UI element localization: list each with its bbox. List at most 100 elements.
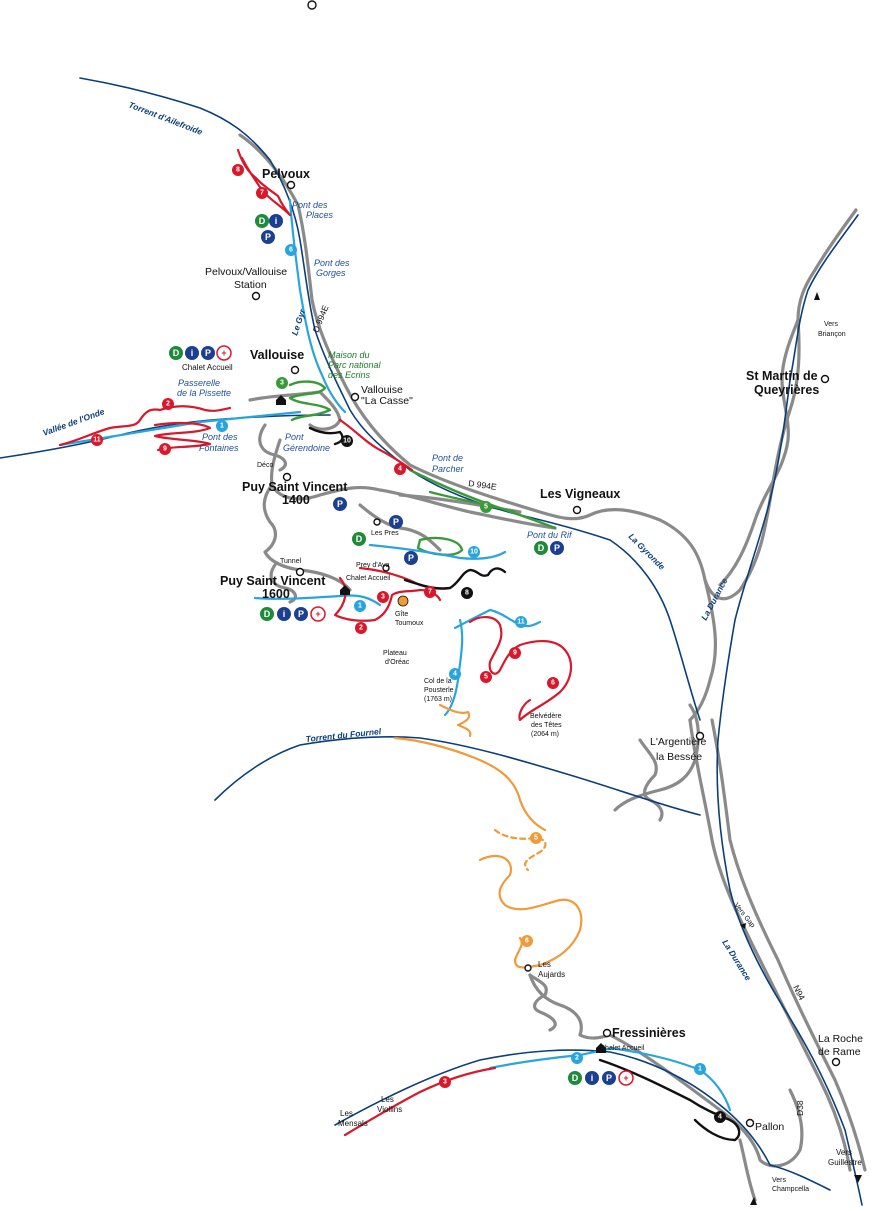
label-vallouise: Vallouise [250, 348, 304, 362]
place-labels: Pelvoux Pelvoux/Vallouise Station Vallou… [182, 167, 863, 1193]
service-p-icon [602, 1071, 616, 1085]
service-plus-label: + [315, 609, 320, 619]
red-route-9-5-6 [468, 616, 573, 722]
chalet-icon-fressinieres [596, 1043, 606, 1053]
roads [238, 133, 867, 1202]
river-labels: Torrent d'Ailefroide Vallée de l'Onde Le… [41, 100, 753, 983]
label-vers-guillestre-1: Vers [836, 1148, 852, 1157]
label-belvedere-2: des Têtes [531, 722, 562, 729]
service-p-icon [261, 230, 275, 244]
route-badge-5-label: 5 [484, 674, 488, 681]
service-i-label: i [191, 348, 194, 358]
service-d-icon [169, 346, 183, 360]
route-badge-5-label: 5 [534, 835, 538, 842]
red-route-puy-2-3 [333, 576, 442, 622]
route-badge-6-label: 6 [525, 938, 529, 945]
route-badge-6 [285, 244, 297, 256]
route-badge-8-label: 8 [465, 590, 469, 597]
red-route-fressinieres-3 [343, 1066, 497, 1137]
service-d-label: D [259, 216, 266, 226]
chalet-icon-puy [340, 585, 350, 595]
route-badge-4-label: 4 [453, 671, 457, 678]
orange-route-col [438, 703, 472, 738]
label-road-d38: D38 [795, 1100, 805, 1116]
label-pissette-2: de la Pissette [177, 388, 231, 398]
service-i-icon [585, 1071, 599, 1085]
black-route-4-fressinieres [598, 1058, 741, 1142]
route-badge-2 [355, 622, 367, 634]
red-route-4 [338, 418, 414, 472]
service-d-label: D [264, 609, 271, 619]
label-viollins-1: Les [381, 1095, 394, 1104]
route-badge-11 [515, 616, 527, 628]
route-badge-8 [232, 164, 244, 176]
route-badge-1-label: 1 [220, 423, 224, 430]
label-chalet-puy: Chalet Accueil [346, 575, 391, 582]
marker-argentiere [695, 731, 705, 741]
route-badge-5 [480, 501, 492, 513]
route-badges: 8 7 6 3 2 1 11 9 10 4 5 10 7 8 1 3 2 11 … [91, 164, 726, 1123]
route-badge-1-label: 1 [698, 1066, 702, 1073]
road-champcella [738, 1138, 757, 1202]
label-parcher-1: Pont de [432, 453, 463, 463]
label-gerendoine-1: Pont [285, 432, 304, 442]
label-plateau-1: Plateau [383, 650, 407, 657]
service-p-label: P [337, 499, 343, 509]
road-aujards-zig [528, 973, 557, 1032]
route-badge-9 [159, 443, 171, 455]
black-route-10 [308, 426, 344, 446]
label-vers-champcella-1: Vers [772, 1177, 787, 1184]
route-badge-9-label: 9 [513, 650, 517, 657]
blue-route-11 [453, 608, 542, 630]
label-vigneaux: Les Vigneaux [540, 487, 620, 501]
label-vers-briancon-1: Vers [824, 321, 839, 328]
service-d-label: D [572, 1073, 579, 1083]
label-st-martin-2: Queyrières [754, 383, 819, 397]
service-plus-icon [216, 345, 232, 361]
label-belvedere-3: (2064 m) [531, 731, 559, 738]
label-gite-1: Gîte [395, 611, 408, 618]
label-puy-1400-1: Puy Saint Vincent [242, 480, 348, 494]
river-durance [716, 214, 863, 1206]
label-gite-2: Toumoux [395, 620, 424, 627]
service-d-label: D [356, 534, 363, 544]
label-fontaines-2: Fontaines [199, 443, 239, 453]
label-mensals-1: Les [340, 1109, 353, 1118]
label-les-pres: Les Pres [371, 530, 399, 537]
route-badge-7-label: 7 [260, 190, 264, 197]
service-plus-label: + [623, 1073, 628, 1083]
label-aujards-2: Aujards [538, 970, 565, 979]
service-d-label: D [538, 543, 545, 553]
arrow-champcella-icon [750, 1197, 757, 1205]
marker-pelvoux [286, 180, 296, 190]
label-river-durance-2: La Durance [720, 938, 753, 983]
label-la-casse-1: Vallouise [361, 384, 403, 396]
route-badge-10 [468, 546, 480, 558]
service-d-icon [534, 541, 548, 555]
bridge-labels: Pont des Places Pont des Gorges Passerel… [177, 200, 573, 540]
service-group-fressinieres: D i P + [568, 1070, 634, 1086]
route-badge-4 [449, 668, 461, 680]
marker-prey-dava [382, 564, 390, 572]
road-puy-pres [358, 503, 442, 552]
label-col-1: Col de la [424, 678, 452, 685]
label-la-casse-2: "La Casse" [361, 395, 413, 407]
route-badge-3 [276, 377, 288, 389]
label-viollins-2: Viollins [377, 1105, 402, 1114]
green-route-3 [288, 380, 332, 422]
river-small-1 [769, 1164, 831, 1191]
orange-route-6 [478, 854, 583, 969]
red-route-11 [58, 408, 162, 447]
label-pont-places-2: Places [306, 210, 334, 220]
route-badge-3-label: 3 [280, 380, 284, 387]
blue-route-6 [288, 198, 347, 414]
service-group-puy-1600: D i P + [260, 606, 326, 622]
orange-routes [393, 703, 583, 969]
label-aujards-1: Les [538, 960, 551, 969]
route-badge-7-label: 7 [428, 589, 432, 596]
service-i-icon [269, 214, 283, 228]
arrow-briancon-icon [814, 292, 820, 300]
label-pissette-1: Passerelle [178, 378, 220, 388]
service-p-label: P [408, 553, 414, 563]
route-badge-9-label: 9 [163, 446, 167, 453]
